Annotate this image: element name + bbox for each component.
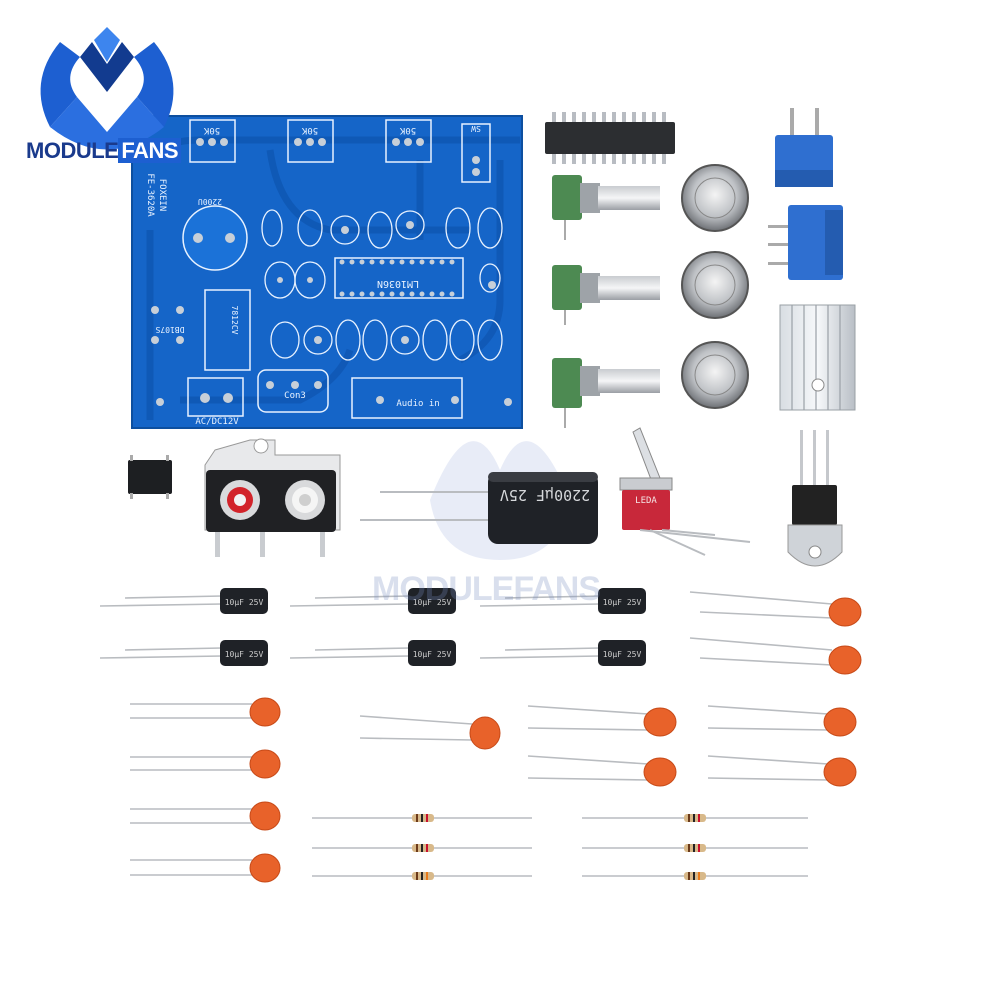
ceramic-cap (527, 755, 677, 787)
ceramic-cap (130, 853, 281, 883)
small-capacitor-6: 10µF 25V (479, 640, 646, 666)
power-label: AC/DC12V (195, 417, 239, 427)
ceramic-cap (527, 705, 677, 737)
cap-big-label: 2200U (198, 197, 222, 206)
silk-pot-right: 50K (399, 125, 416, 135)
knob-1 (681, 164, 749, 232)
pot-left-label: 50K (203, 125, 220, 135)
pcb-board: 50K 50K 50K SW FOXEIN FE-3620A 2200U LM1… (131, 115, 523, 429)
pot-footprint (385, 119, 432, 163)
connector-label: Con3 (284, 391, 306, 401)
watermark-word-primary: MODULE (372, 570, 514, 608)
rectifier-label: DB107S (155, 325, 184, 334)
pot-footprint (287, 119, 334, 163)
small-capacitor-1: 10µF 25V (99, 588, 268, 614)
small-cap-rating: 10µF 25V (603, 598, 642, 607)
small-cap-rating: 10µF 25V (225, 650, 264, 659)
small-capacitor-2: 10µF 25V (99, 640, 268, 666)
silk-pot-left: 50K (203, 125, 220, 135)
lm1036-ic (545, 112, 675, 164)
ceramic-cap (707, 705, 857, 737)
switch-label: SW (471, 124, 481, 133)
ic-label: LM1036N (377, 278, 419, 289)
pot-right-label: 50K (399, 125, 416, 135)
brand-word-secondary: FANS (118, 138, 182, 163)
silk-pot-mid: 50K (301, 125, 318, 135)
heatsink (779, 304, 856, 411)
potentiometer-1 (552, 175, 660, 240)
trimmer-1 (775, 108, 833, 187)
ceramic-cap (130, 801, 281, 831)
resistor (312, 872, 532, 880)
bridge-rectifier (128, 455, 172, 499)
ceramic-cap (130, 697, 281, 727)
ic-footprint (334, 257, 464, 299)
toggle-switch: LEDA (619, 427, 751, 556)
rca-jack (204, 438, 341, 557)
small-capacitor-5: 10µF 25V (479, 588, 646, 614)
small-capacitor-4: 10µF 25V (289, 640, 456, 666)
pot-footprint (189, 119, 236, 163)
big-capacitor: 2200µF 25V (360, 472, 598, 544)
big-cap-rating: 2200µF 25V (500, 486, 590, 504)
regulator-label: 7812CV (230, 306, 239, 335)
watermark-word-secondary: FANS (513, 570, 601, 608)
potentiometer-3 (552, 358, 660, 428)
ceramic-cap (707, 755, 857, 787)
ceramic-cap (689, 591, 862, 627)
switch-marking: LEDA (635, 496, 657, 506)
maker-label: FOXEIN (157, 179, 167, 212)
pot-mid-label: 50K (301, 125, 318, 135)
resistor (582, 872, 808, 880)
knob-3 (681, 341, 749, 409)
ceramic-cap (130, 749, 281, 779)
ceramic-capacitors (130, 591, 862, 883)
resistor (312, 844, 532, 852)
potentiometer-2 (552, 265, 660, 325)
trimmer-2 (768, 205, 843, 280)
resistor (582, 814, 808, 822)
resistor (582, 844, 808, 852)
small-cap-rating: 10µF 25V (413, 650, 452, 659)
brand-word-primary: MODULE (26, 138, 119, 163)
ceramic-cap (689, 637, 862, 675)
small-cap-rating: 10µF 25V (225, 598, 264, 607)
small-cap-rating: 10µF 25V (413, 598, 452, 607)
knob-2 (681, 251, 749, 319)
resistor (312, 814, 532, 822)
audio-in-label: Audio in (396, 399, 439, 409)
brand-logo-icon (40, 27, 174, 150)
small-capacitor-3: 10µF 25V (289, 588, 456, 614)
model-label: FE-3620A (145, 173, 155, 217)
watermark-text: MODULEFANS (372, 570, 601, 609)
small-cap-rating: 10µF 25V (603, 650, 642, 659)
voltage-regulator (787, 430, 843, 567)
ceramic-cap (359, 715, 501, 750)
resistors (312, 814, 808, 880)
